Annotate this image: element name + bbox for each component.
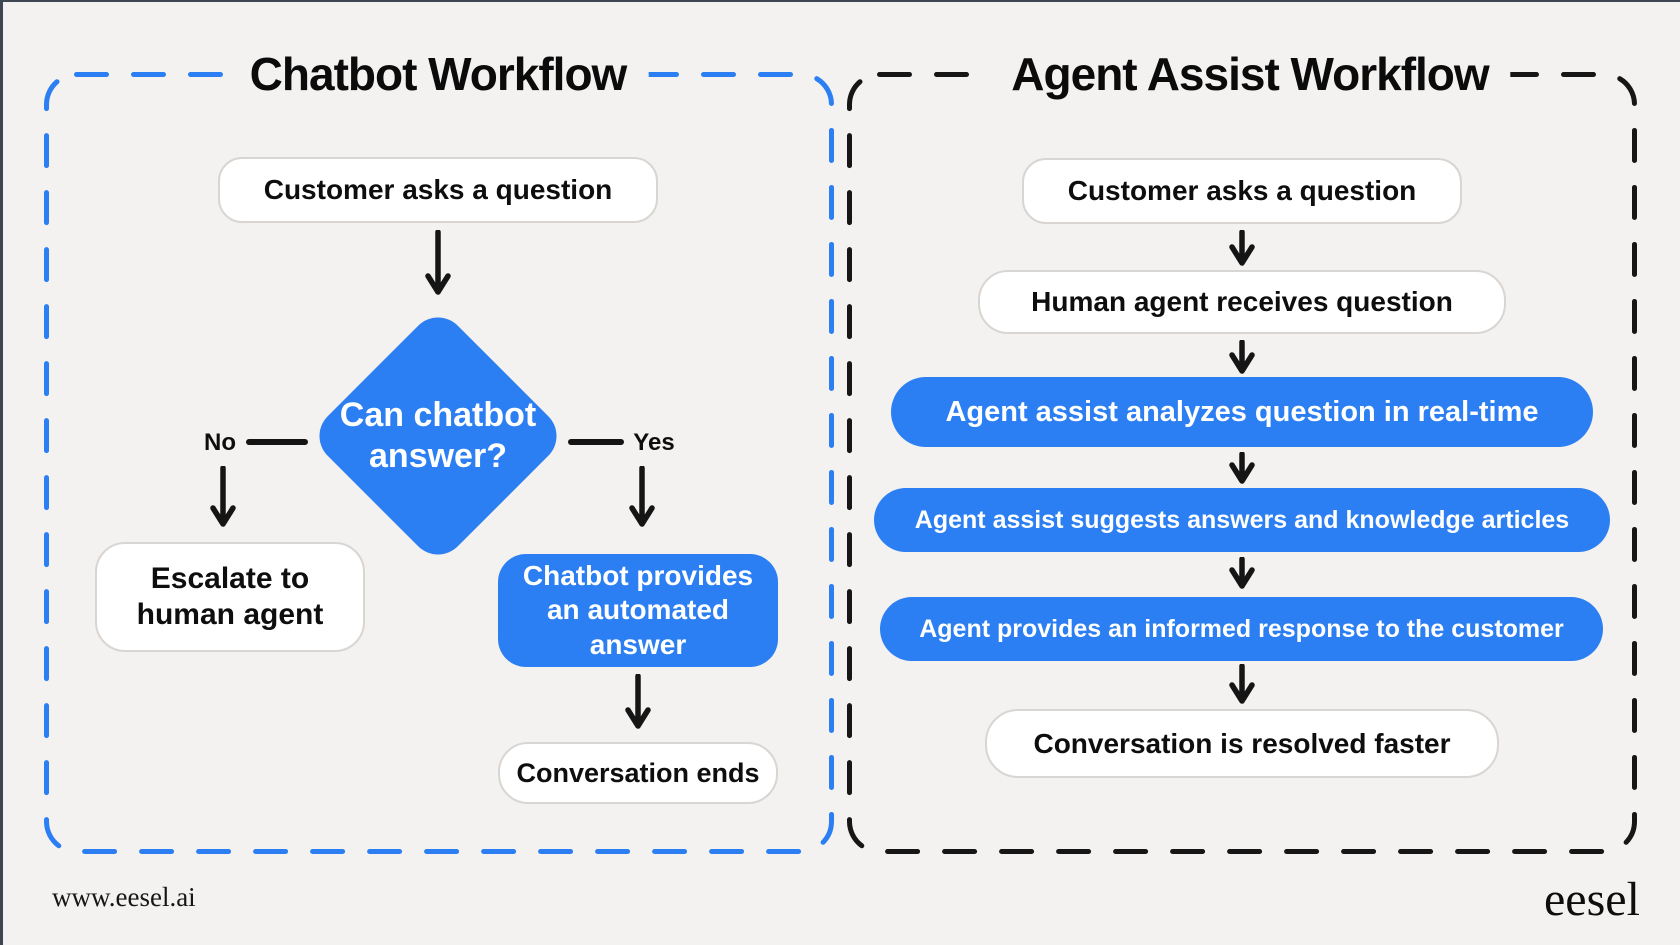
connector-line-yes — [568, 439, 624, 445]
eesel-logo: eesel — [1544, 873, 1640, 926]
node-conversation-ends: Conversation ends — [498, 742, 778, 804]
node-customer-asks-question-left: Customer asks a question — [218, 157, 658, 223]
agent-assist-workflow-title: Agent Assist Workflow — [989, 47, 1511, 101]
step-customer-asks-question: Customer asks a question — [1022, 158, 1462, 224]
step-agent-provides-informed-response: Agent provides an informed response to t… — [880, 597, 1603, 661]
arrow-down-icon — [1228, 452, 1256, 486]
website-url: www.eesel.ai — [52, 882, 196, 912]
branch-label-yes: Yes — [633, 429, 675, 456]
arrow-down-icon — [424, 230, 452, 298]
arrow-down-icon — [1228, 557, 1256, 591]
chatbot-workflow-title: Chatbot Workflow — [227, 47, 649, 101]
node-chatbot-provides-automated-answer: Chatbot provides an automated answer — [498, 554, 778, 667]
arrow-down-icon — [1228, 340, 1256, 376]
step-agent-assist-suggests-answers: Agent assist suggests answers and knowle… — [874, 488, 1610, 552]
node-escalate-to-human-agent: Escalate to human agent — [95, 542, 365, 652]
step-conversation-resolved-faster: Conversation is resolved faster — [985, 709, 1499, 778]
arrow-down-icon — [1228, 230, 1256, 268]
branch-label-no: No — [204, 429, 236, 456]
step-human-agent-receives-question: Human agent receives question — [978, 270, 1506, 334]
arrow-down-icon — [1228, 664, 1256, 706]
step-agent-assist-analyzes-question: Agent assist analyzes question in real-t… — [891, 377, 1593, 447]
window-top-edge — [0, 0, 1680, 2]
arrow-down-icon — [628, 466, 656, 530]
arrow-down-icon — [624, 674, 652, 732]
window-left-edge — [0, 0, 3, 945]
arrow-down-icon — [209, 466, 237, 530]
connector-line-no — [246, 439, 308, 445]
decision-diamond-label: Can chatbot answer? — [339, 395, 537, 475]
